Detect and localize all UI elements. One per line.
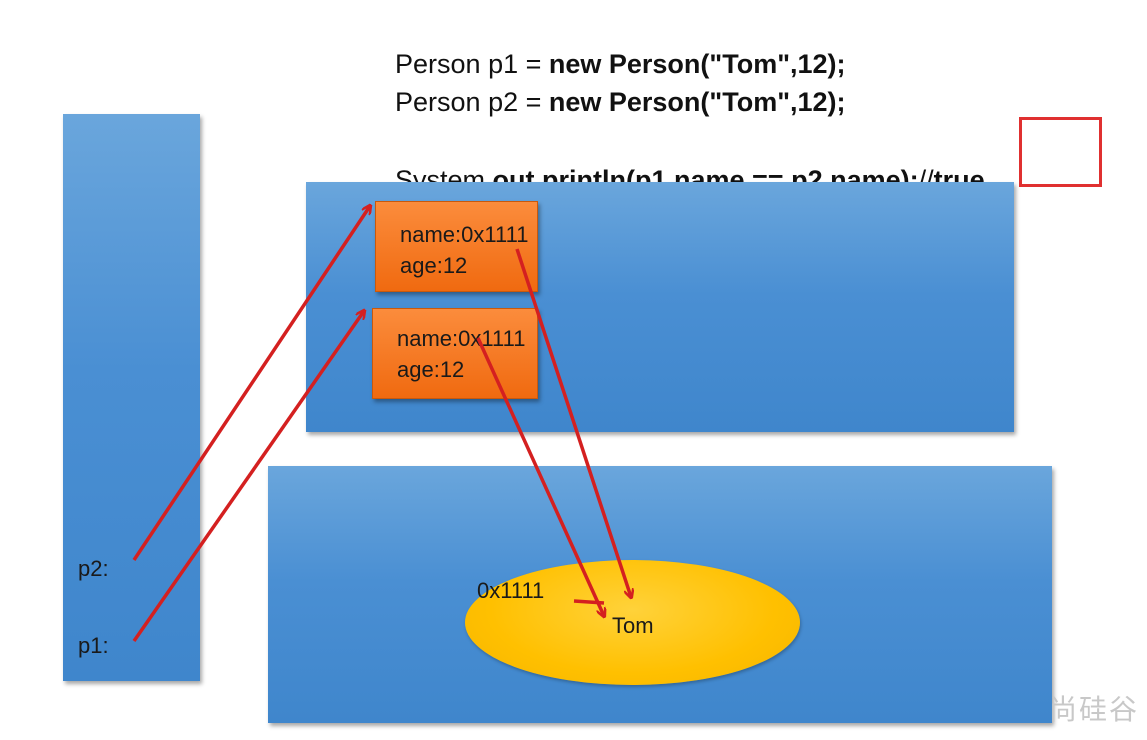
watermark-logo: 尚硅谷 [1048,693,1139,726]
code-line-2-bold: new Person("Tom",12); [548,87,846,117]
result-highlight-box [1019,117,1102,187]
code-line-2: Person p2 = new Person("Tom",12); [380,62,846,116]
code-line-1-bold: new Person("Tom",12); [548,49,846,79]
code-line-1: Person p1 = new Person("Tom",12); [380,24,846,78]
heap-object-p2-age: age:12 [400,253,468,278]
code-line-1-prefix: Person p1 = [395,49,549,79]
code-line-2-prefix: Person p2 = [395,87,549,117]
stack-label-p2: p2: [78,556,109,581]
heap-object-p1-age: age:12 [397,357,465,382]
heap-object-p2: name:0x1111 age:12 [375,201,538,292]
string-address-label: 0x1111 [477,578,545,603]
heap-object-p2-name: name:0x1111 [400,222,529,247]
heap-object-p1-name: name:0x1111 [397,326,526,351]
heap-object-p1: name:0x1111 age:12 [372,308,538,399]
stack-area [63,114,200,681]
stack-label-p1: p1: [78,633,109,658]
string-value-label: Tom [612,613,654,638]
